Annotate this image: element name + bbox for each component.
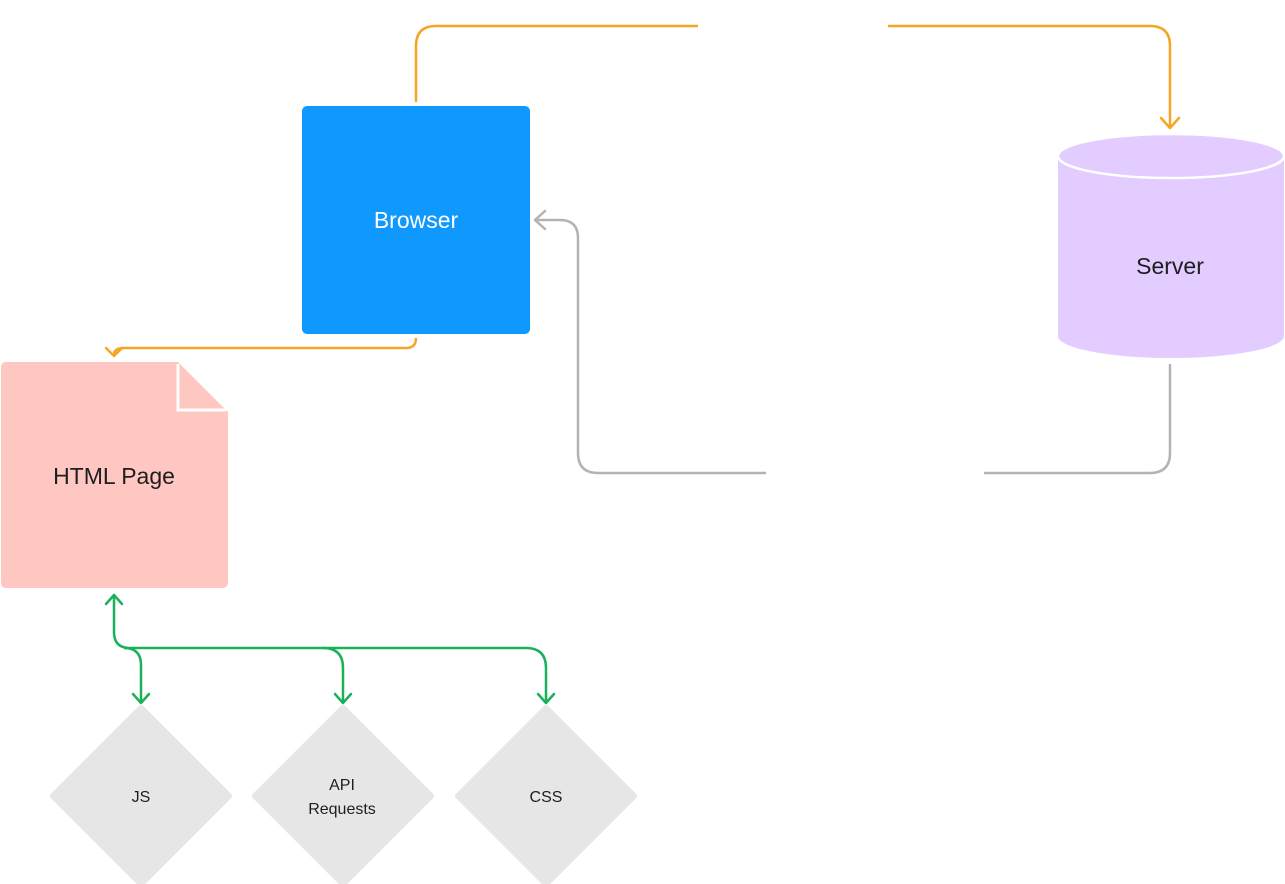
arrow-head-js bbox=[131, 692, 151, 705]
browser-node[interactable]: Browser bbox=[302, 106, 530, 334]
js-node[interactable]: JS bbox=[50, 705, 232, 884]
js-label: JS bbox=[132, 789, 151, 806]
arrow-head-css bbox=[536, 692, 556, 705]
connector-to-js[interactable] bbox=[123, 646, 143, 702]
page-fold bbox=[176, 364, 226, 412]
html-page-node[interactable]: HTML Page bbox=[1, 362, 228, 588]
connector-server-to-browser[interactable] bbox=[984, 364, 1172, 475]
arrow-head-server bbox=[1159, 116, 1181, 130]
api-label-line2: Requests bbox=[308, 801, 376, 818]
api-label-line1: API bbox=[329, 777, 355, 794]
connector-browser-to-html[interactable] bbox=[112, 337, 418, 356]
arrow-head-browser bbox=[533, 209, 547, 231]
server-label: Server bbox=[1136, 253, 1204, 279]
browser-label: Browser bbox=[374, 207, 459, 233]
arrow-head-html-page bbox=[104, 346, 124, 358]
api-requests-node[interactable]: API Requests bbox=[252, 705, 434, 884]
connector-browser-to-server-end[interactable] bbox=[888, 24, 1172, 126]
connector-to-api[interactable] bbox=[322, 646, 345, 702]
html-page-label: HTML Page bbox=[53, 463, 175, 489]
arrow-head-api bbox=[333, 692, 353, 705]
server-node[interactable]: Server bbox=[1056, 132, 1285, 358]
css-label: CSS bbox=[530, 789, 563, 806]
arrow-head-html-up bbox=[104, 593, 124, 606]
connector-server-to-browser-end[interactable] bbox=[536, 218, 766, 475]
connector-browser-to-server[interactable] bbox=[414, 24, 698, 102]
css-node[interactable]: CSS bbox=[455, 705, 637, 884]
